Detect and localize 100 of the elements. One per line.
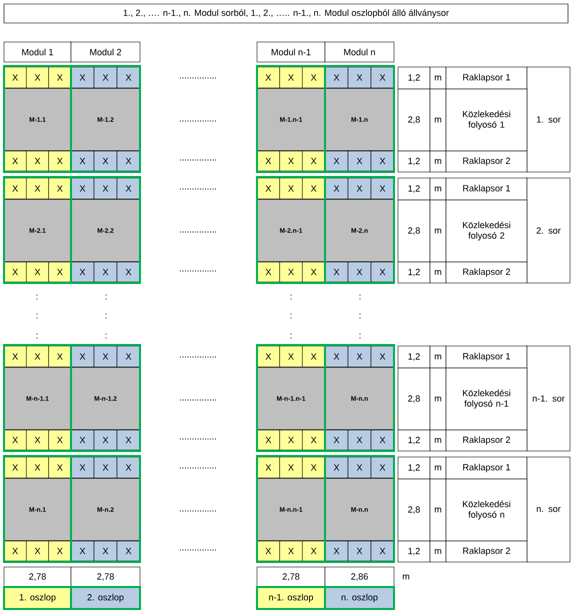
pallet-cell: X [302, 456, 326, 478]
pallet-cell: X [256, 456, 280, 478]
header-cell: Modul 1 [4, 42, 72, 62]
pallet-cell: X [324, 456, 348, 478]
header-cell: Modul 2 [70, 42, 140, 62]
table-cell: m [430, 178, 446, 200]
pallet-cell: X [26, 346, 49, 368]
ellipsis: ............... [180, 188, 216, 190]
pallet-cell: X [370, 66, 394, 88]
pallet-cell: X [48, 540, 72, 562]
pallet-cell: X [370, 456, 394, 478]
pallet-cell: X [256, 66, 280, 88]
pallet-cell: X [4, 178, 27, 200]
pallet-cell: X [70, 178, 94, 200]
pallet-cell: X [324, 540, 348, 562]
header-cell: Modul n [324, 42, 394, 62]
pallet-cell: X [70, 430, 94, 450]
pallet-cell: X [48, 430, 72, 450]
value-cell: 2,78 [4, 566, 72, 588]
pallet-cell: X [279, 262, 303, 282]
pallet-cell: X [302, 262, 326, 282]
pallet-cell: X [48, 178, 72, 200]
ellipsis: ............... [180, 438, 216, 440]
table-cell: 1,2 [398, 262, 430, 284]
ellipsis: : [290, 314, 292, 318]
pallet-cell: X [348, 150, 372, 172]
table-cell: m [430, 66, 446, 90]
pallet-cell: X [256, 178, 280, 200]
pallet-cell: X [94, 456, 118, 478]
pallet-cell: X [348, 430, 372, 450]
pallet-cell: X [324, 430, 348, 450]
pallet-cell: X [26, 178, 49, 200]
pallet-cell: X [302, 430, 326, 450]
value-cell: 2,86 [324, 566, 394, 588]
pallet-cell: X [116, 178, 140, 200]
pallet-cell: X [94, 150, 118, 172]
pallet-cell: X [26, 150, 49, 172]
table-cell: 1,2 [398, 430, 430, 452]
pallet-cell: X [4, 540, 27, 562]
pallet-cell: X [370, 430, 394, 450]
table-cell: m [430, 346, 446, 368]
ellipsis: : [290, 294, 292, 300]
pallet-cell: X [48, 262, 72, 282]
pallet-cell: X [302, 178, 326, 200]
ellipsis: : [36, 334, 38, 338]
ellipsis: ............... [180, 270, 216, 272]
pallet-cell: X [370, 540, 394, 562]
table-cell: m [430, 430, 446, 452]
table-cell: m [430, 540, 446, 562]
table-cell: 1,2 [398, 178, 430, 200]
pallet-cell: X [26, 430, 49, 450]
pallet-cell: X [116, 346, 140, 368]
pallet-cell: X [94, 540, 118, 562]
unit-label: m [402, 574, 410, 580]
pallet-cell: X [48, 66, 72, 88]
pallet-cell: X [26, 540, 49, 562]
pallet-cell: X [48, 456, 72, 478]
pallet-cell: X [116, 66, 140, 88]
ellipsis: ............... [180, 120, 216, 122]
pallet-cell: X [302, 66, 326, 88]
pallet-cell: X [324, 150, 348, 172]
pallet-cell: X [256, 346, 280, 368]
pallet-cell: X [324, 346, 348, 368]
pallet-cell: X [256, 540, 280, 562]
table-cell: 1,2 [398, 540, 430, 562]
pallet-cell: X [4, 346, 27, 368]
pallet-cell: X [348, 346, 372, 368]
pallet-cell: X [94, 262, 118, 282]
pallet-cell: X [4, 66, 27, 88]
ellipsis: ............... [180, 356, 216, 358]
pallet-cell: X [4, 430, 27, 450]
pallet-cell: X [279, 66, 303, 88]
pallet-cell: X [94, 430, 118, 450]
pallet-cell: X [70, 456, 94, 478]
table-cell: m [430, 262, 446, 284]
pallet-cell: X [48, 346, 72, 368]
ellipsis: : [290, 334, 292, 338]
ellipsis: : [36, 314, 38, 318]
pallet-cell: X [302, 540, 326, 562]
pallet-cell: X [94, 346, 118, 368]
pallet-cell: X [116, 262, 140, 282]
pallet-cell: X [70, 150, 94, 172]
pallet-cell: X [348, 66, 372, 88]
pallet-cell: X [116, 540, 140, 562]
pallet-cell: X [4, 456, 27, 478]
pallet-cell: X [256, 150, 280, 172]
pallet-cell: X [26, 66, 49, 88]
ellipsis: : [36, 294, 38, 300]
pallet-cell: X [279, 430, 303, 450]
table-cell: 1,2 [398, 346, 430, 368]
pallet-cell: X [279, 456, 303, 478]
pallet-cell: X [279, 178, 303, 200]
ellipsis: ............... [180, 510, 216, 512]
pallet-cell: X [116, 430, 140, 450]
pallet-cell: X [348, 178, 372, 200]
table-cell: 1,2 [398, 66, 430, 90]
pallet-cell: X [279, 346, 303, 368]
table-cell: m [430, 150, 446, 172]
pallet-cell: X [94, 178, 118, 200]
value-cell: 2,78 [256, 566, 326, 588]
